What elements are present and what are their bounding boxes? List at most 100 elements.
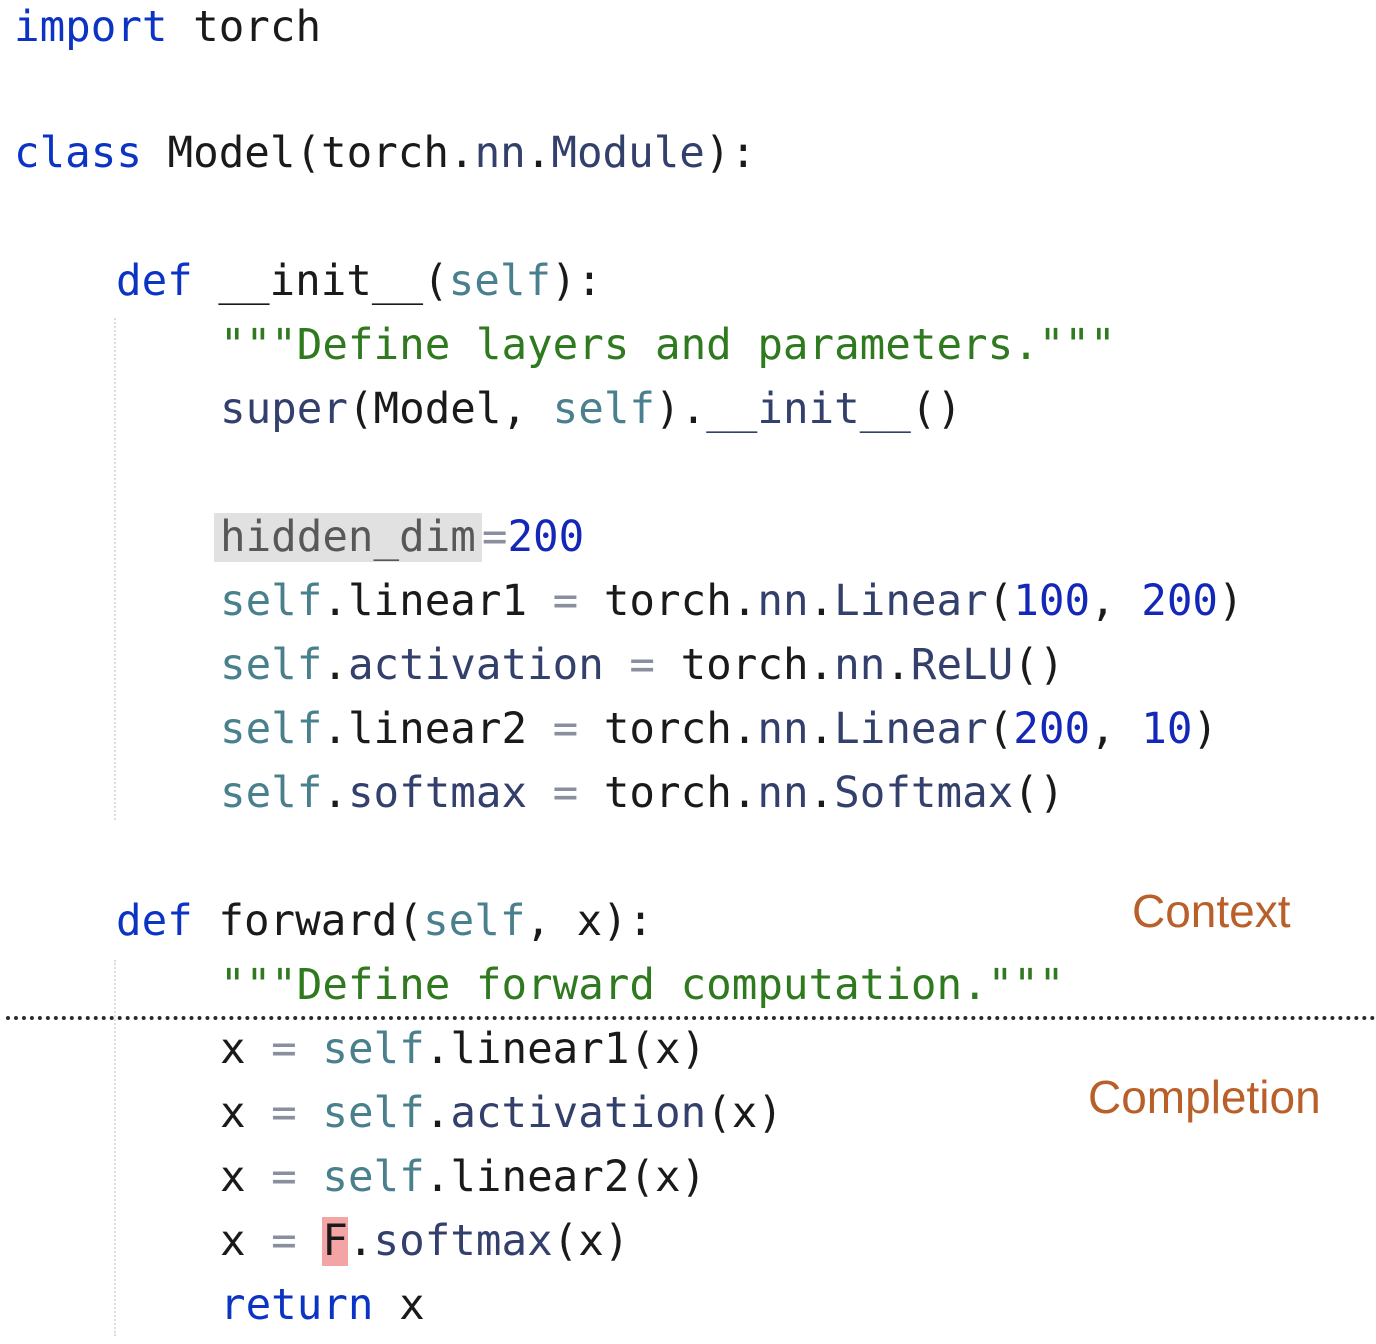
class-name: ReLU — [910, 641, 1014, 690]
keyword: def — [116, 897, 193, 946]
indent-guide-forward — [114, 960, 116, 1336]
code-line-12: """Define forward computation.""" — [220, 958, 1064, 1014]
operator: = — [245, 1153, 323, 1202]
code-text: linear1(x) — [450, 1025, 707, 1074]
code-text: () — [1013, 769, 1065, 818]
code-line-9: self.linear2 = torch.nn.Linear(200, 10) — [220, 702, 1218, 758]
code-text: (x) — [706, 1089, 783, 1138]
attribute: softmax — [347, 769, 528, 818]
code-text: torch. — [603, 705, 758, 754]
code-text: . — [885, 641, 911, 690]
code-line-16: x = F.softmax(x) — [220, 1214, 629, 1270]
error-highlight-token: F — [322, 1217, 348, 1266]
code-text: torch. — [603, 577, 758, 626]
keyword: def — [116, 257, 193, 306]
code-text: . — [322, 705, 348, 754]
code-text: Model(torch. — [141, 129, 475, 178]
module-name: nn — [757, 705, 809, 754]
code-text: () — [1013, 641, 1065, 690]
code-line-13: x = self.linear1(x) — [220, 1022, 706, 1078]
code-text: torch — [167, 3, 322, 52]
module-name: nn — [757, 769, 809, 818]
number: 200 — [1013, 705, 1091, 754]
attribute: linear1 — [347, 577, 528, 626]
code-line-6: hidden_dim=200 — [214, 510, 585, 566]
keyword: return — [220, 1281, 374, 1330]
attribute: activation — [347, 641, 604, 690]
code-text: ) — [1192, 705, 1219, 754]
code-text: ): — [704, 129, 757, 178]
number: 100 — [1013, 577, 1091, 626]
code-text: . — [322, 769, 348, 818]
operator: = — [527, 705, 604, 754]
operator: = — [245, 1217, 323, 1266]
self-token: self — [322, 1025, 425, 1074]
attribute: activation — [450, 1089, 707, 1138]
variable: x — [220, 1153, 246, 1202]
attribute: linear2 — [347, 705, 528, 754]
module-name: nn — [474, 129, 526, 178]
code-text: __init__( — [192, 257, 449, 306]
code-line-11: def forward(self, x): — [116, 894, 653, 950]
variable: x — [220, 1025, 246, 1074]
operator: = — [481, 513, 508, 562]
code-text: . — [808, 769, 835, 818]
code-text: . — [808, 577, 835, 626]
code-line-2: class Model(torch.nn.Module): — [14, 126, 756, 182]
code-text: (x) — [552, 1217, 630, 1266]
code-text: , x): — [525, 897, 654, 946]
code-text: ( — [987, 705, 1014, 754]
code-line-5: super(Model, self).__init__() — [220, 382, 962, 438]
keyword: class — [14, 129, 142, 178]
code-text: (Model, — [347, 385, 553, 434]
code-text: . — [525, 129, 552, 178]
docstring: """Define forward computation.""" — [220, 961, 1065, 1010]
code-text: . — [424, 1089, 451, 1138]
self-token: self — [220, 769, 323, 818]
code-line-10: self.softmax = torch.nn.Softmax() — [220, 766, 1064, 822]
number: 200 — [507, 513, 585, 562]
number: 200 — [1141, 577, 1218, 626]
class-name: Linear — [834, 577, 988, 626]
code-line-15: x = self.linear2(x) — [220, 1150, 706, 1206]
code-text: linear2(x) — [450, 1153, 707, 1202]
code-text: . — [322, 577, 348, 626]
variable: x — [220, 1089, 246, 1138]
code-line-4: """Define layers and parameters.""" — [220, 318, 1116, 374]
self-token: self — [448, 257, 551, 306]
self-token: self — [423, 897, 526, 946]
code-text: . — [808, 705, 835, 754]
code-text: . — [347, 1217, 374, 1266]
function-name: super — [220, 385, 348, 434]
code-text: torch. — [603, 769, 758, 818]
self-token: self — [220, 641, 323, 690]
code-line-1: import torch — [14, 0, 321, 56]
completion-label: Completion — [1088, 1071, 1321, 1123]
code-text: . — [424, 1025, 451, 1074]
code-text: x — [373, 1281, 425, 1330]
self-token: self — [322, 1089, 425, 1138]
code-text: ) — [1218, 577, 1244, 626]
docstring: """Define layers and parameters.""" — [220, 321, 1116, 370]
code-text: , — [1090, 577, 1142, 626]
self-token: self — [552, 385, 655, 434]
code-text: , — [1090, 705, 1142, 754]
operator: = — [603, 641, 681, 690]
number: 10 — [1141, 705, 1193, 754]
code-line-14: x = self.activation(x) — [220, 1086, 783, 1142]
module-name: nn — [757, 577, 809, 626]
class-name: Linear — [834, 705, 988, 754]
code-line-8: self.activation = torch.nn.ReLU() — [220, 638, 1064, 694]
code-line-7: self.linear1 = torch.nn.Linear(100, 200) — [220, 574, 1244, 630]
code-line-17: return x — [220, 1278, 425, 1334]
operator: = — [527, 577, 604, 626]
code-text: ): — [551, 257, 603, 306]
highlighted-variable: hidden_dim — [214, 513, 482, 562]
operator: = — [527, 769, 604, 818]
code-text: ( — [987, 577, 1014, 626]
operator: = — [245, 1089, 323, 1138]
attribute: softmax — [373, 1217, 553, 1266]
code-text: torch. — [680, 641, 835, 690]
context-completion-divider — [6, 1016, 1376, 1020]
code-text: ). — [655, 385, 707, 434]
